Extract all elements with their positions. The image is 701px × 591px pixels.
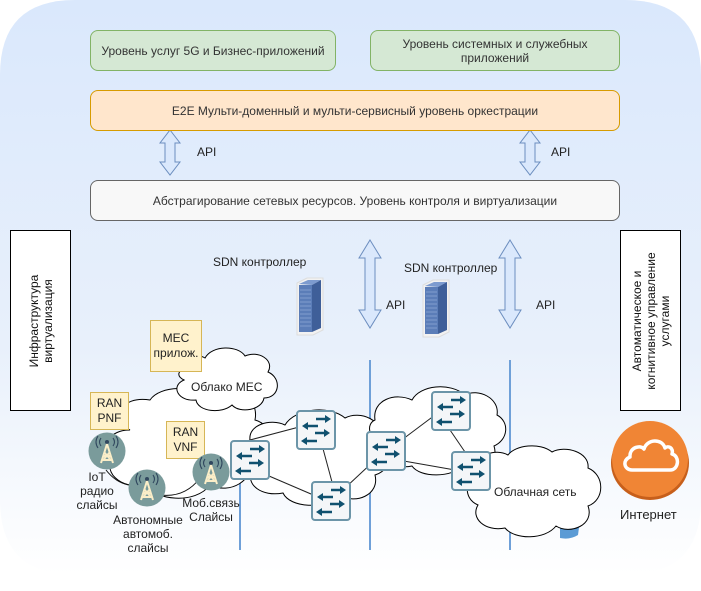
mobile-slices-label: Моб.связь Слайсы — [182, 496, 240, 524]
cloud-network-shape — [466, 445, 602, 538]
ran-pnf-note-label: RAN PNF — [96, 396, 123, 425]
iot-tower-icon — [88, 432, 126, 470]
ran-vnf-note: RAN VNF — [166, 421, 205, 459]
api-arrow-lower-right — [498, 239, 522, 329]
system-apps-layer: Уровень системных и служебных приложений — [370, 30, 620, 71]
mec-cloud-label: Облако MEC — [191, 380, 263, 394]
switch-icon-transport-bottom — [311, 481, 351, 521]
services-5g-layer: Уровень услуг 5G и Бизнес-приложений — [90, 30, 336, 71]
ran-vnf-note-label: RAN VNF — [172, 425, 199, 454]
sdn-controller-label-left: SDN контроллер — [213, 255, 307, 269]
api-label-lower-left: API — [386, 298, 406, 312]
abstraction-layer: Абстрагирование сетевых ресурсов. Уровен… — [90, 180, 620, 221]
iot-slices-label: IoT радио слайсы — [76, 470, 118, 512]
ran-pnf-note: RAN PNF — [90, 392, 129, 430]
internet-label: Интернет — [620, 507, 677, 522]
api-label-upper-right: API — [551, 145, 571, 159]
virtualization-infrastructure-label: Инфраструктура виртуализация — [26, 274, 55, 367]
services-5g-layer-label: Уровень услуг 5G и Бизнес-приложений — [101, 43, 325, 58]
sdn-controller-label-right: SDN контроллер — [404, 261, 498, 275]
cloud-network-label: Облачная сеть — [494, 485, 577, 499]
autonomous-slices-label: Автономные автомоб. слайсы — [113, 513, 183, 555]
cognitive-management-label: Автоматическое и когнитивное управление … — [629, 251, 672, 390]
abstraction-layer-label: Абстрагирование сетевых ресурсов. Уровен… — [152, 193, 558, 208]
api-arrow-lower-left — [358, 239, 382, 329]
internet-cloud-icon — [611, 421, 689, 500]
switch-icon-core-bottom — [451, 451, 491, 491]
system-apps-layer-label: Уровень системных и служебных приложений — [402, 36, 588, 65]
sdn-controller-server-icon-left — [296, 277, 324, 336]
api-arrow-upper-right — [518, 129, 542, 176]
api-label-upper-left: API — [197, 145, 217, 159]
api-arrow-upper-left — [158, 129, 182, 176]
switch-icon-edge — [230, 440, 270, 480]
mobile-tower-icon — [192, 453, 230, 491]
sdn-controller-server-icon-right — [422, 279, 450, 338]
virtualization-infrastructure-panel: Инфраструктура виртуализация — [10, 230, 71, 411]
switch-icon-core-left — [366, 431, 406, 471]
orchestration-layer-label: E2E Мульти-доменный и мульти-сервисный у… — [171, 103, 539, 118]
switch-icon-transport-top — [296, 410, 336, 450]
mec-app-note-label: MEC прилож. — [153, 331, 199, 360]
mec-app-note: MEC прилож. — [150, 320, 202, 372]
switch-icon-core-top — [431, 391, 471, 431]
autonomous-tower-icon — [128, 469, 166, 507]
api-label-lower-right: API — [536, 298, 556, 312]
orchestration-layer: E2E Мульти-доменный и мульти-сервисный у… — [90, 90, 620, 131]
cognitive-management-panel: Автоматическое и когнитивное управление … — [620, 230, 681, 411]
